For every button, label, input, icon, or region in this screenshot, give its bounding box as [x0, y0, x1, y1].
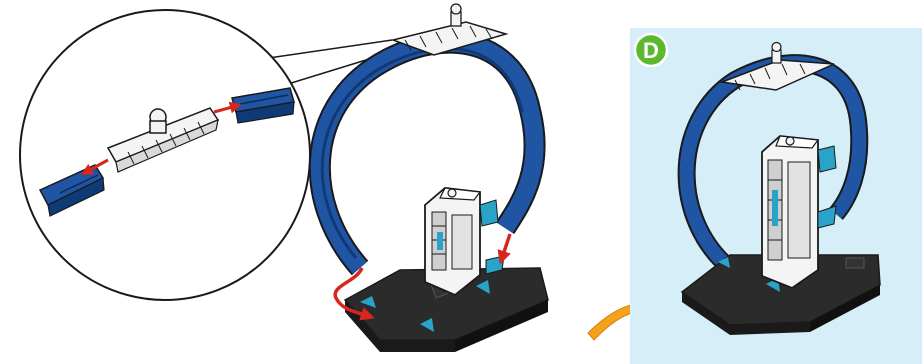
step-badge-letter: D	[643, 38, 659, 63]
step-d-panel: D	[630, 28, 922, 364]
loop-assembly	[320, 4, 548, 352]
red-arrow-icon	[502, 234, 510, 258]
step-badge: D	[635, 34, 667, 66]
zoom-callout	[20, 10, 392, 300]
callout-circle	[20, 10, 310, 300]
